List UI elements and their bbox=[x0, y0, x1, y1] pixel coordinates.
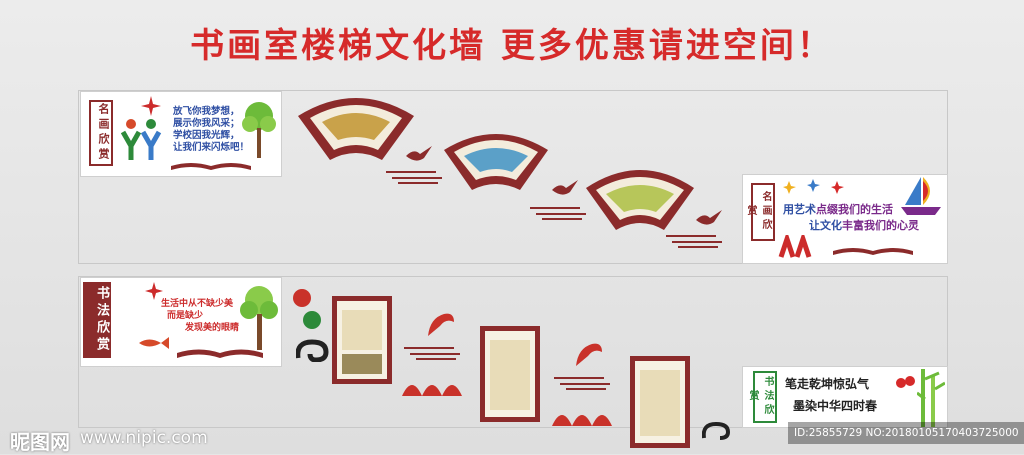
bottom-right-line-2: 墨染中华四时春 bbox=[793, 399, 878, 413]
green-circle-decoration bbox=[303, 311, 321, 329]
line-highlight: 丰富我们的心灵 bbox=[842, 219, 919, 232]
page-title: 书画室楼梯文化墙 更多优惠请进空间！ bbox=[190, 26, 834, 66]
watermark-url: www.nipic.com bbox=[80, 428, 208, 448]
top-right-line-1: 用艺术点缀我们的生活 bbox=[783, 201, 893, 219]
top-left-badge: 名画欣赏 bbox=[89, 100, 113, 166]
top-right-badge: 名画欣赏 bbox=[745, 183, 775, 241]
slogan-line: 学校因我光辉， bbox=[173, 130, 240, 141]
fireworks-icon bbox=[783, 179, 844, 194]
bottom-left-badge: 书法欣赏 bbox=[83, 282, 111, 358]
cloud-lines-decoration bbox=[386, 171, 442, 184]
slogan-line: 展示你我风采； bbox=[173, 118, 240, 129]
fan-frame-2 bbox=[444, 134, 548, 190]
slogan-line: 发现美的眼睛 bbox=[185, 323, 240, 333]
red-circle-decoration bbox=[293, 289, 311, 307]
top-left-slogan: 放飞你我梦想， 展示你我风采； 学校因我光辉， 让我们来闪烁吧！ bbox=[173, 106, 249, 154]
phoenix-icon bbox=[428, 313, 454, 336]
cloud-lines-decoration bbox=[554, 377, 610, 390]
dove-icon bbox=[406, 146, 432, 161]
bottom-left-slogan: 生活中从不缺少美 而是缺少 发现美的眼睛 bbox=[161, 298, 239, 334]
wave-decoration bbox=[552, 415, 612, 426]
wave-decoration bbox=[402, 385, 462, 396]
open-book-icon bbox=[171, 163, 251, 170]
star-icon bbox=[141, 96, 161, 116]
figures-logo-icon bbox=[121, 119, 162, 160]
tree-icon bbox=[242, 102, 276, 158]
scroll-frame-2 bbox=[480, 326, 540, 422]
top-left-panel: 名画欣赏 放飞你我梦想， 展示你我风采； 学校因我光辉， 让我们来闪烁吧！ bbox=[80, 91, 282, 177]
line-prefix: 用艺术 bbox=[783, 203, 816, 216]
dove-icon bbox=[552, 180, 578, 195]
top-right-line-2: 让文化丰富我们的心灵 bbox=[809, 217, 919, 235]
bottom-right-line-1: 笔走乾坤惊弘气 bbox=[785, 377, 870, 391]
tree-icon bbox=[240, 286, 278, 350]
scroll-frame-1 bbox=[332, 296, 392, 384]
scroll-frame-3 bbox=[630, 356, 690, 448]
cloud-swirl-icon bbox=[702, 421, 731, 440]
phoenix-icon bbox=[576, 343, 602, 366]
open-book-icon bbox=[177, 349, 263, 358]
watermark-logo: 昵图网 bbox=[10, 430, 70, 454]
line-prefix: 让文化 bbox=[809, 219, 842, 232]
line-highlight: 点缀我们的生活 bbox=[816, 203, 893, 216]
bottom-left-panel: 书法欣赏 生活中从不缺少美 而是缺少 发现美的眼睛 bbox=[80, 277, 282, 367]
bottom-wall-outline bbox=[78, 276, 948, 428]
fish-icon bbox=[139, 337, 169, 349]
open-book-icon bbox=[833, 248, 913, 255]
cloud-lines-decoration bbox=[530, 207, 586, 220]
watermark-id-bar: ID:25855729 NO:20180105170403725000 bbox=[788, 422, 1024, 444]
cloud-lines-decoration bbox=[666, 235, 722, 248]
bottom-right-badge: 书法欣赏 bbox=[747, 371, 777, 423]
star-icon bbox=[145, 282, 163, 300]
bamboo-icon bbox=[917, 369, 945, 427]
slogan-line: 而是缺少 bbox=[167, 311, 204, 321]
plum-blossom-icon bbox=[896, 376, 915, 388]
sailboat-icon bbox=[901, 177, 941, 215]
cloud-swirl-icon bbox=[296, 339, 329, 362]
cloud-lines-decoration bbox=[404, 347, 460, 360]
top-right-panel: 名画欣赏 用艺术点缀我们的生活 让文化丰富我们的心灵 bbox=[742, 174, 948, 264]
fan-frame-3 bbox=[586, 170, 694, 230]
bottom-right-panel: 书法欣赏 笔走乾坤惊弘气 墨染中华四时春 bbox=[742, 366, 948, 428]
slogan-line: 让我们来闪烁吧！ bbox=[173, 142, 250, 153]
dove-icon bbox=[696, 210, 722, 225]
dancers-icon bbox=[778, 235, 812, 258]
slogan-line: 放飞你我梦想， bbox=[173, 106, 240, 117]
slogan-line: 生活中从不缺少美 bbox=[161, 299, 234, 309]
fan-frame-1 bbox=[298, 98, 414, 160]
